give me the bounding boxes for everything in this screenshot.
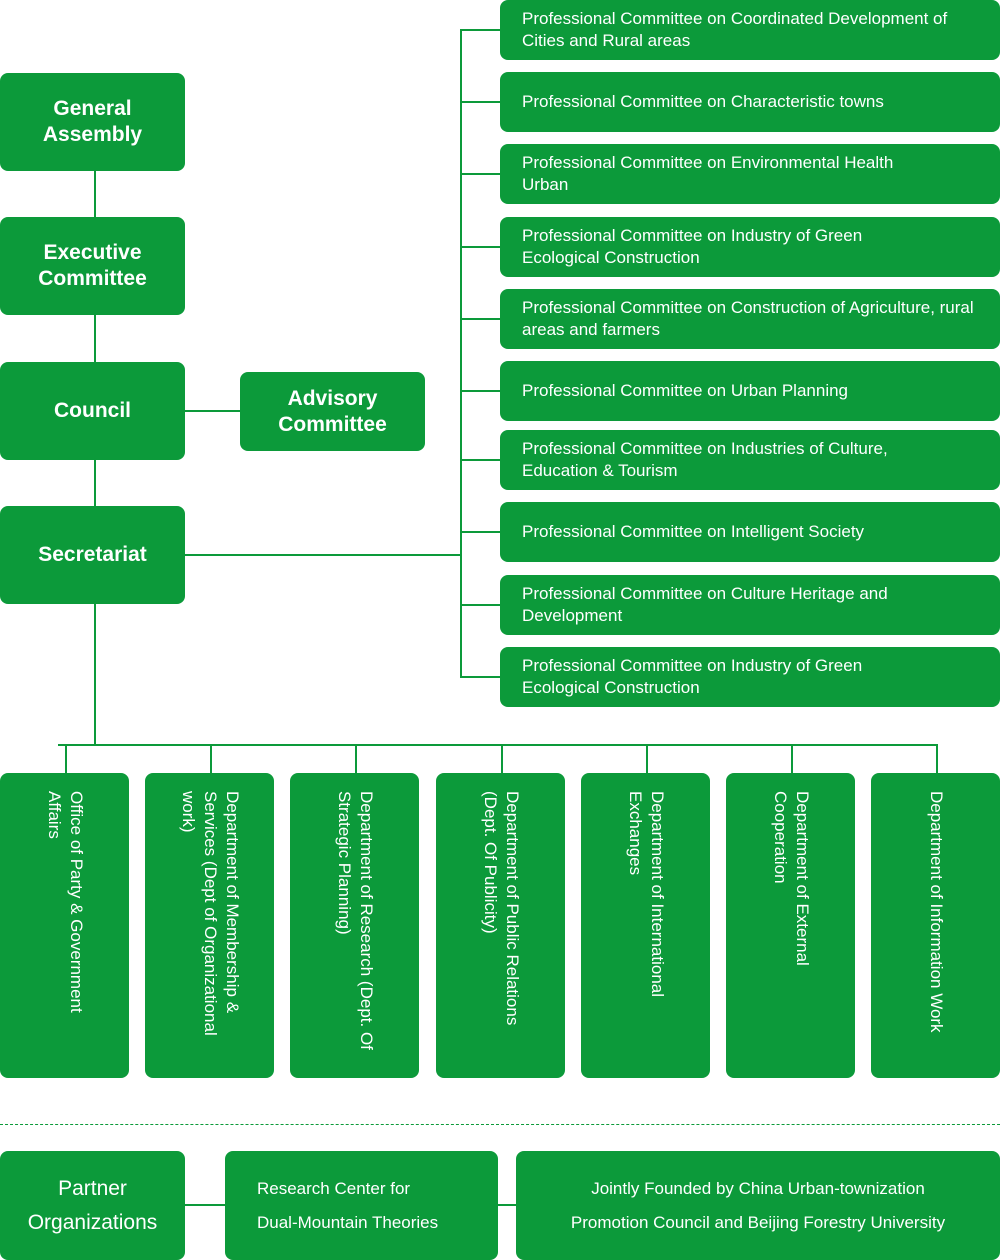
department-label: Department of Research (Dept. Of Strateg…: [334, 790, 376, 1050]
connector-council-advisory: [184, 410, 241, 412]
department-box: Department of Membership & Services (Dep…: [145, 773, 274, 1078]
general-assembly-label: General Assembly: [42, 97, 143, 146]
jointly-founded-line2: Promotion Council and Beijing Forestry U…: [570, 1212, 946, 1232]
department-drop-line: [790, 744, 793, 774]
committee-box: Professional Committee on Culture Herita…: [500, 575, 1000, 635]
department-drop-line: [209, 744, 212, 774]
section-divider: [0, 1124, 1000, 1125]
department-label: Department of Membership & Services (Dep…: [178, 790, 242, 1036]
department-label: Department of Information Work: [926, 790, 946, 1033]
committee-label: Professional Committee on Culture Herita…: [522, 584, 888, 625]
department-label: Department of International Exchanges: [625, 790, 667, 997]
connector-secretariat-committees: [184, 554, 462, 556]
committee-branch-line: [460, 604, 501, 606]
research-center-box: Research Center for Dual-Mountain Theori…: [225, 1151, 498, 1260]
department-drop-line: [354, 744, 357, 774]
committee-label: Professional Committee on Urban Planning: [522, 381, 849, 400]
advisory-committee-box: Advisory Committee: [240, 372, 425, 451]
committee-box: Professional Committee on Urban Planning: [500, 361, 1000, 421]
committee-box: Professional Committee on Coordinated De…: [500, 0, 1000, 60]
department-drop-line: [64, 744, 67, 774]
committee-branch-line: [460, 459, 501, 461]
department-bus-line: [58, 744, 938, 746]
committee-label: Professional Committee on Intelligent So…: [522, 522, 865, 541]
committee-branch-line: [460, 390, 501, 392]
committee-box: Professional Committee on Industry of Gr…: [500, 217, 1000, 277]
partner-organizations-label: Partner Organizations: [27, 1176, 158, 1234]
committee-box: Professional Committee on Construction o…: [500, 289, 1000, 349]
executive-committee-box: Executive Committee: [0, 217, 185, 315]
connector-center-founded: [497, 1204, 517, 1206]
committee-label: Professional Committee on Industry of Gr…: [522, 656, 863, 697]
committee-branch-line: [460, 246, 501, 248]
department-label: Office of Party & Government Affairs: [44, 790, 86, 1013]
partner-organizations-box: Partner Organizations: [0, 1151, 185, 1260]
department-box: Department of Research (Dept. Of Strateg…: [290, 773, 419, 1078]
advisory-committee-label: Advisory Committee: [278, 386, 387, 436]
department-drop-line: [645, 744, 648, 774]
connector-executive-council: [94, 314, 96, 363]
secretariat-box: Secretariat: [0, 506, 185, 604]
committee-box: Professional Committee on Industries of …: [500, 430, 1000, 490]
committee-box: Professional Committee on Intelligent So…: [500, 502, 1000, 562]
department-box: Office of Party & Government Affairs: [0, 773, 129, 1078]
committee-branch-line: [460, 676, 501, 678]
department-label: Department of External Cooperation: [770, 790, 812, 966]
committee-box: Professional Committee on Environmental …: [500, 144, 1000, 204]
research-center-line2: Dual-Mountain Theories: [257, 1212, 439, 1232]
committee-branch-line: [460, 173, 501, 175]
connector-secretariat-departments: [94, 603, 96, 746]
committee-branch-line: [460, 531, 501, 533]
secretariat-label: Secretariat: [38, 543, 147, 566]
committee-label: Professional Committee on Industries of …: [522, 439, 888, 480]
department-drop-line: [500, 744, 503, 774]
committee-label: Professional Committee on Construction o…: [522, 298, 974, 339]
council-label: Council: [54, 399, 131, 422]
department-box: Department of External Cooperation: [726, 773, 855, 1078]
general-assembly-box: General Assembly: [0, 73, 185, 171]
department-drop-line: [935, 744, 938, 774]
connector-council-secretariat: [94, 459, 96, 507]
committee-label: Professional Committee on Coordinated De…: [522, 9, 948, 50]
connector-assembly-executive: [94, 170, 96, 218]
committee-label: Professional Committee on Characteristic…: [522, 92, 884, 111]
committee-branch-line: [460, 101, 501, 103]
committee-label: Professional Committee on Environmental …: [522, 153, 894, 194]
committee-branch-line: [460, 318, 501, 320]
committee-branch-line: [460, 29, 501, 31]
connector-partner-center: [184, 1204, 226, 1206]
department-box: Department of International Exchanges: [581, 773, 710, 1078]
committee-trunk-line: [460, 30, 462, 678]
executive-committee-label: Executive Committee: [38, 241, 147, 290]
jointly-founded-box: Jointly Founded by China Urban-townizati…: [516, 1151, 1000, 1260]
committee-label: Professional Committee on Industry of Gr…: [522, 226, 863, 267]
council-box: Council: [0, 362, 185, 460]
committee-box: Professional Committee on Industry of Gr…: [500, 647, 1000, 707]
committee-box: Professional Committee on Characteristic…: [500, 72, 1000, 132]
jointly-founded-line1: Jointly Founded by China Urban-townizati…: [591, 1178, 925, 1198]
department-box: Department of Public Relations (Dept. Of…: [436, 773, 565, 1078]
department-label: Department of Public Relations (Dept. Of…: [480, 790, 522, 1025]
research-center-line1: Research Center for: [257, 1178, 411, 1198]
department-box: Department of Information Work: [871, 773, 1000, 1078]
